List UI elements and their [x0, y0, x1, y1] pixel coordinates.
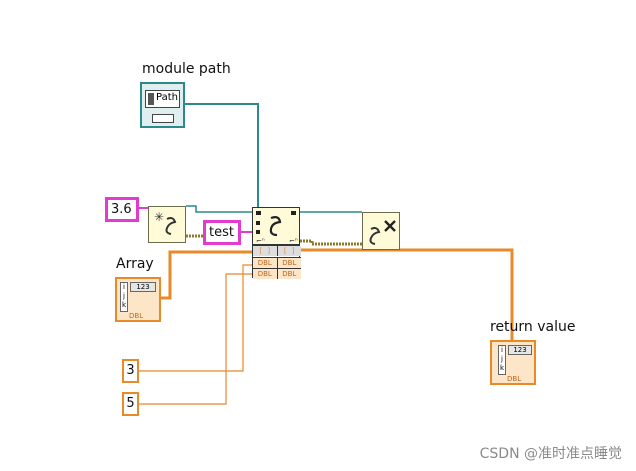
- svg-text:⌐ⁿ: ⌐ⁿ: [289, 237, 298, 245]
- teal-wire-b: [186, 205, 252, 213]
- svg-text:⌐ⁿ: ⌐ⁿ: [256, 237, 265, 245]
- dim-j: j: [501, 355, 503, 363]
- module-path-label: module path: [142, 61, 231, 77]
- param-cell: [ ]: [253, 246, 278, 256]
- array-element: 123: [130, 282, 156, 292]
- num3-constant[interactable]: 3: [122, 359, 139, 383]
- param-row-dbl2: DBL DBL: [253, 268, 301, 279]
- param-row-dbl1: DBL DBL: [253, 257, 301, 268]
- python-call-node[interactable]: ⌐ⁿ ⌐ⁿ: [252, 207, 300, 245]
- dim-k: k: [121, 301, 127, 309]
- param-row-array: [ ] [ ]: [253, 246, 301, 256]
- watermark: CSDN @准时准点睡觉: [479, 446, 622, 462]
- array-input-terminal[interactable]: i j k 123 DBL: [115, 277, 161, 322]
- open-session-icon: ✳: [154, 210, 177, 235]
- dim-i: i: [123, 283, 125, 291]
- open-session-node[interactable]: ✳: [148, 206, 186, 243]
- dtype-label: DBL: [507, 375, 522, 383]
- function-name-constant[interactable]: test: [203, 220, 241, 245]
- param-cell: [ ]: [277, 246, 301, 256]
- array-index-box: i j k: [120, 282, 128, 312]
- array-index-box: i j k: [498, 345, 506, 375]
- param-cell: DBL: [277, 269, 301, 279]
- return-wire: [300, 248, 514, 352]
- num5-wire: [139, 273, 252, 405]
- dim-i: i: [501, 346, 503, 354]
- version-constant[interactable]: 3.6: [105, 197, 139, 222]
- param-cell: DBL: [253, 269, 278, 279]
- param-cell: DBL: [277, 258, 301, 268]
- path-text: Path: [156, 92, 178, 103]
- close-session-icon: [369, 220, 396, 245]
- path-field: Path: [145, 90, 180, 108]
- num5-constant[interactable]: 5: [122, 392, 139, 416]
- dim-j: j: [123, 292, 125, 300]
- dim-k: k: [499, 364, 505, 372]
- array-label: Array: [116, 256, 154, 272]
- param-cell: DBL: [253, 258, 278, 268]
- path-wire: [184, 103, 259, 212]
- browse-button[interactable]: [152, 114, 174, 123]
- module-path-control[interactable]: Path: [140, 82, 185, 128]
- num3-wire: [139, 264, 252, 372]
- return-value-label: return value: [490, 319, 576, 335]
- python-call-icon: ⌐ⁿ ⌐ⁿ: [256, 211, 298, 245]
- call-node-params: [ ] [ ] DBL DBL DBL DBL: [252, 245, 301, 279]
- dtype-label: DBL: [129, 312, 144, 320]
- return-value-terminal[interactable]: i j k 123 DBL: [490, 340, 536, 385]
- file-icon: [148, 93, 154, 105]
- array-element: 123: [508, 345, 532, 355]
- close-session-node[interactable]: [362, 212, 400, 250]
- session-wire-3: [300, 239, 362, 246]
- svg-text:✳: ✳: [154, 210, 164, 224]
- array-in-wire: [161, 250, 252, 300]
